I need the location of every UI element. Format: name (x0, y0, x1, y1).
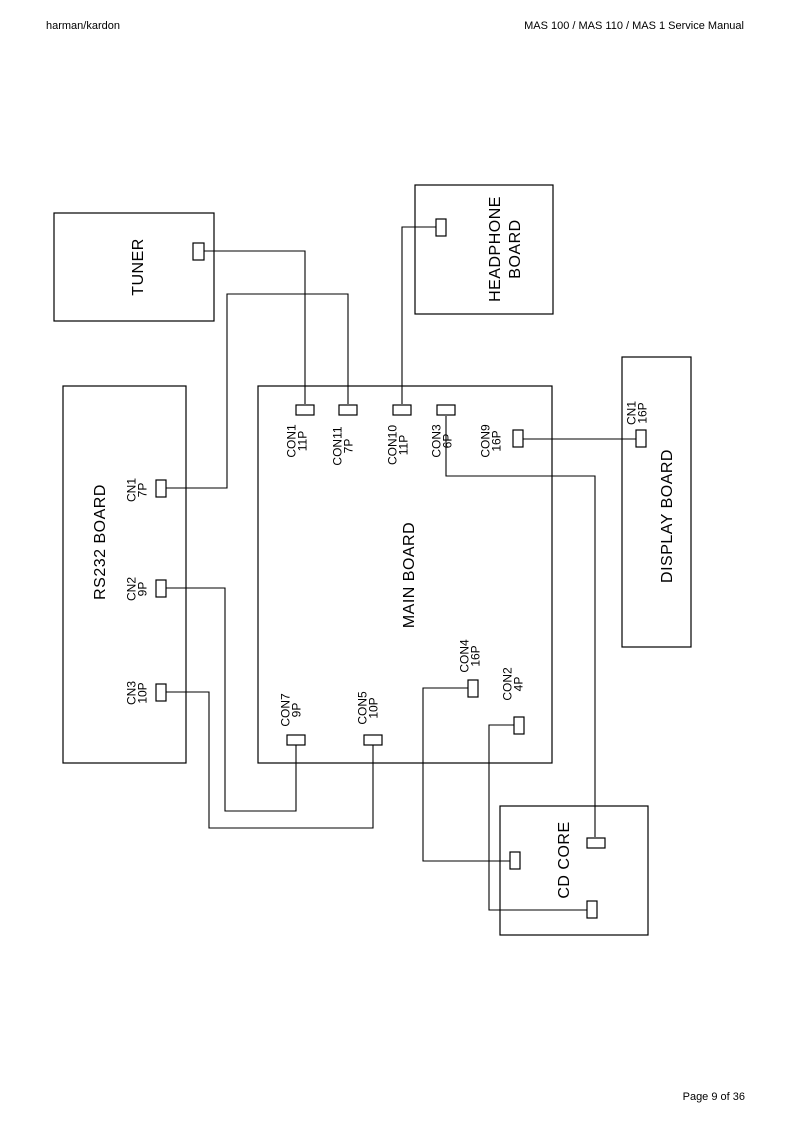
con11-label: CON117P (331, 426, 356, 465)
cdcore-connector-bottom (586, 900, 598, 919)
wire-con3-cdcore (445, 416, 596, 837)
con2-label: CON24P (501, 667, 526, 701)
rs232-cn3-label: CN310P (125, 681, 150, 705)
wire-rs232cn1-con11 (166, 293, 349, 489)
headphone-board (414, 184, 554, 315)
header-brand: harman/kardon (46, 20, 120, 32)
rs232-label: RS232 BOARD (92, 484, 109, 600)
rs232-cn1-connector (155, 479, 167, 498)
display-cn1-label: CN116P (625, 401, 650, 425)
headphone-connector (435, 218, 447, 237)
header-manual-title: MAS 100 / MAS 110 / MAS 1 Service Manual (524, 20, 744, 32)
rs232-cn2-connector (155, 579, 167, 598)
cd-core-board (499, 805, 649, 936)
con2-connector (513, 716, 525, 735)
tuner-connector (192, 242, 205, 261)
con11-connector (338, 404, 358, 416)
con4-connector (467, 679, 479, 698)
wire-con2-cdcore (488, 724, 587, 911)
con1-label: CON111P (285, 424, 310, 458)
con7-label: CON79P (279, 693, 304, 727)
con3-connector (436, 404, 456, 416)
con10-connector (392, 404, 412, 416)
con7-connector (286, 734, 306, 746)
con9-connector (512, 429, 524, 448)
cdcore-connector-top (586, 837, 606, 849)
rs232-cn3-connector (155, 683, 167, 702)
con3-label: CON36P (430, 424, 455, 458)
cd-core-label: CD CORE (556, 821, 573, 898)
tuner-label: TUNER (130, 238, 147, 296)
rs232-board (62, 385, 187, 764)
con10-label: CON1011P (386, 425, 411, 465)
con9-label: CON916P (479, 424, 504, 458)
main-board-label: MAIN BOARD (401, 522, 418, 628)
main-board (257, 385, 553, 764)
display-board (621, 356, 692, 648)
rs232-cn2-label: CN29P (125, 577, 150, 601)
page-number: Page 9 of 36 (682, 1091, 745, 1103)
con1-connector (295, 404, 315, 416)
display-board-label: DISPLAY BOARD (659, 449, 676, 583)
wire-con4-cdcore (422, 687, 512, 862)
display-cn1-connector (635, 429, 647, 448)
wire-rs232cn3-con5 (166, 691, 374, 829)
con4-label: CON416P (458, 639, 483, 673)
wire-headphone-con10 (401, 226, 436, 404)
cdcore-connector-mid (509, 851, 521, 870)
wire-rs232cn2-con7 (166, 587, 297, 812)
con5-label: CON510P (356, 691, 381, 725)
con5-connector (363, 734, 383, 746)
wire-tuner-con1 (204, 250, 306, 404)
tuner-board (53, 212, 215, 322)
rs232-cn1-label: CN17P (125, 478, 150, 502)
